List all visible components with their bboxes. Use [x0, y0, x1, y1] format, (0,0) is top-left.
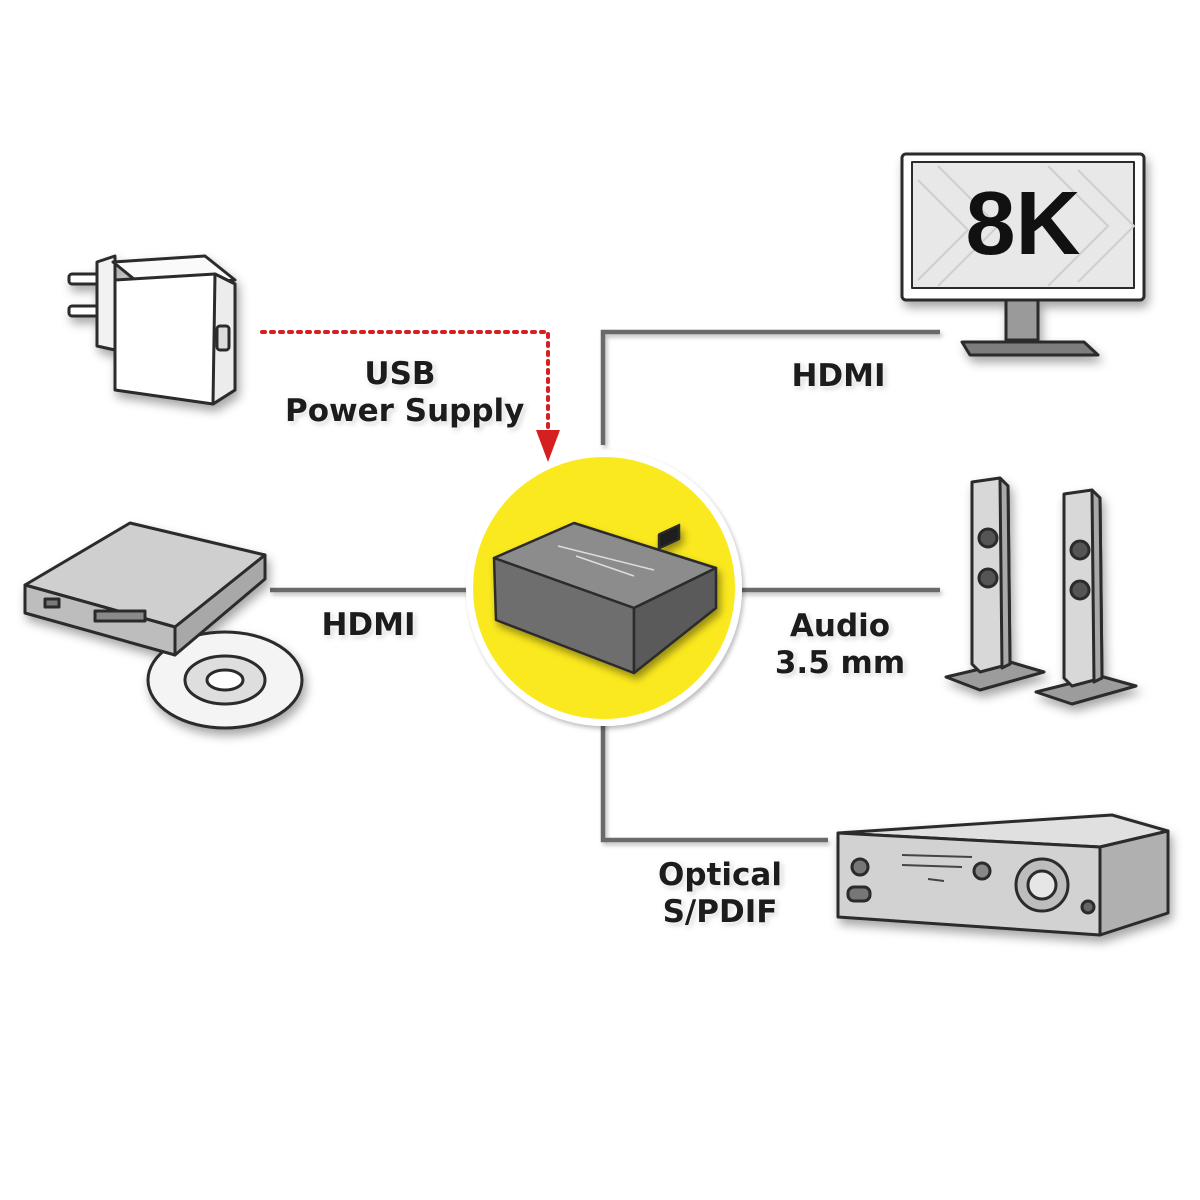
usb-label-line1: USB [364, 356, 436, 392]
line-optical [600, 720, 828, 843]
av-receiver-icon [836, 813, 1170, 937]
power-dotted-line [260, 330, 550, 434]
audio-label-line1: Audio [789, 608, 891, 644]
line-hdmi-output [600, 329, 940, 445]
speakers-icon [944, 476, 1138, 706]
usb-power-adapter-icon [67, 254, 237, 406]
hdmi-audio-extractor-icon [492, 521, 718, 675]
optical-label-line2: S/PDIF [662, 894, 778, 930]
hdmi-input-label: HDMI [321, 607, 416, 643]
optical-spdif-label: Optical S/PDIF [650, 857, 790, 931]
monitor-icon: 8K [898, 150, 1148, 368]
power-arrow-head [536, 430, 560, 462]
usb-label-line2: Power Supply [285, 393, 525, 429]
audio-label: Audio 3.5 mm [770, 608, 910, 682]
monitor-screen-text: 8K [965, 174, 1081, 274]
audio-label-line2: 3.5 mm [774, 645, 906, 681]
connector-lines [270, 329, 940, 843]
external-disc-drive-icon [23, 521, 304, 730]
hdmi-output-label: HDMI [791, 358, 886, 394]
optical-label-line1: Optical [658, 857, 782, 893]
usb-power-supply-label: USB Power Supply [285, 356, 525, 430]
